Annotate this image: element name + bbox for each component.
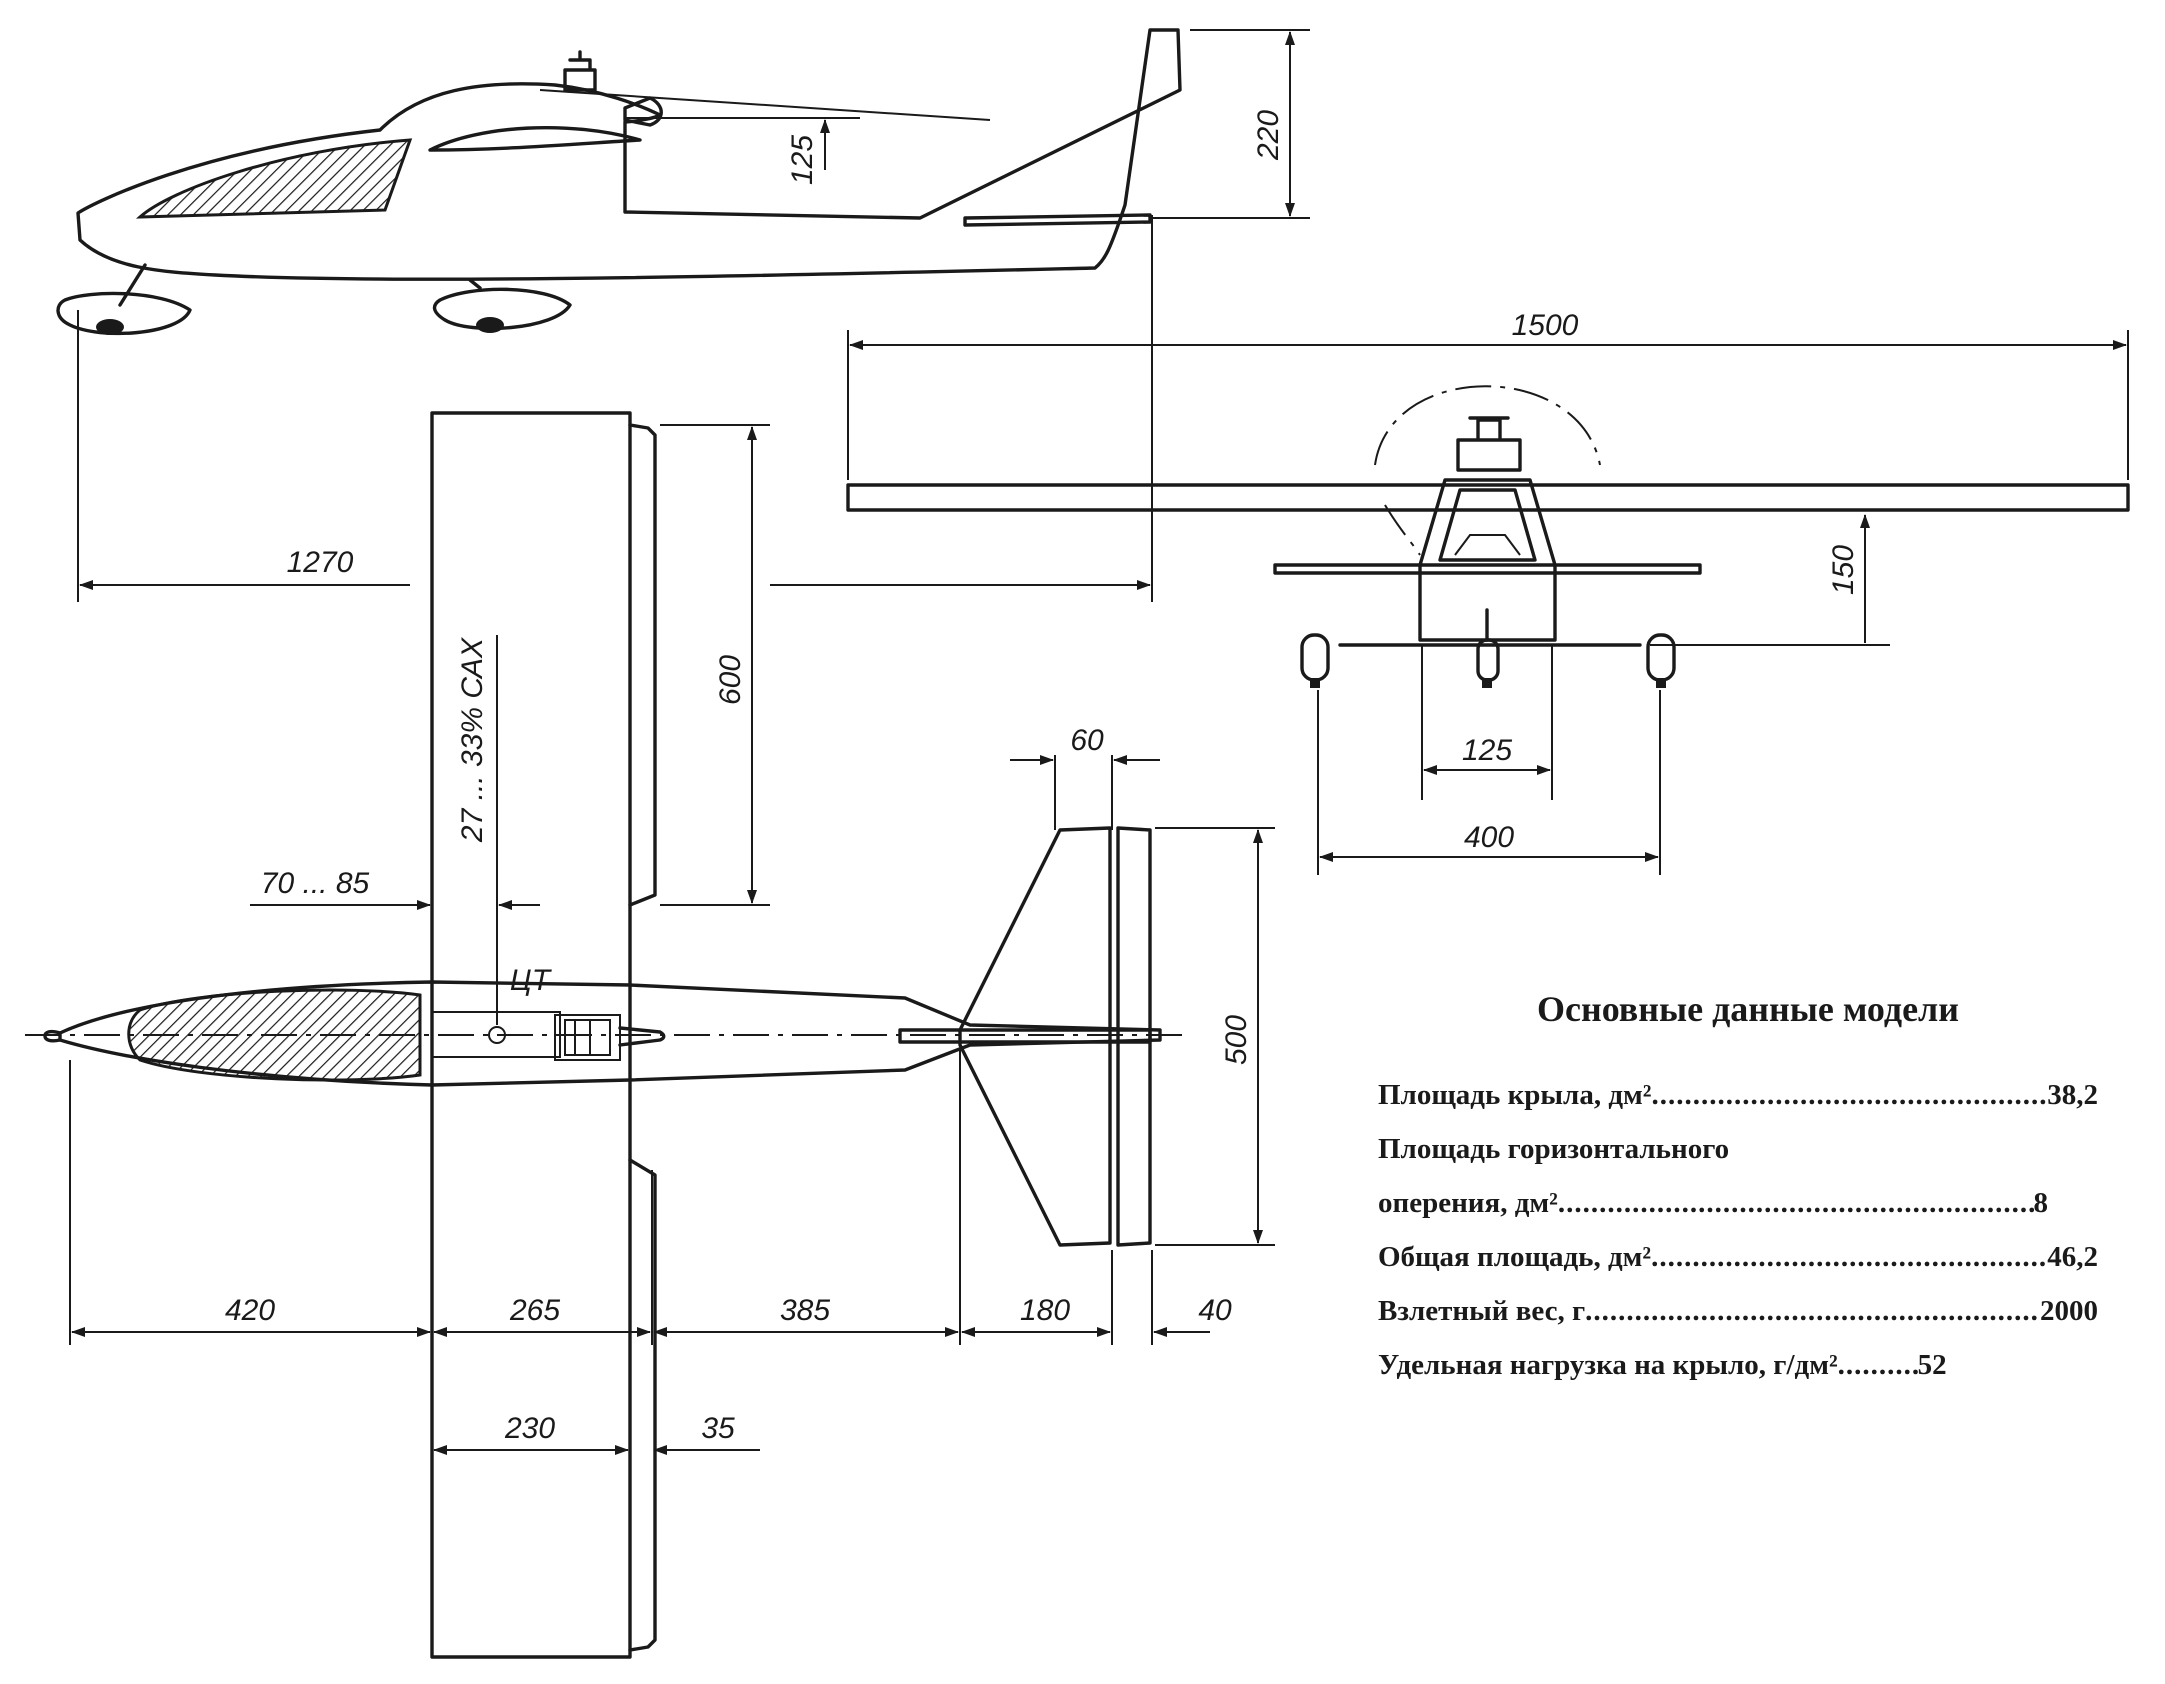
- dim-60: 60: [1010, 724, 1160, 830]
- side-wing-root: [428, 125, 642, 152]
- dim-70-85: 70 ... 85: [250, 867, 540, 910]
- front-view: [846, 385, 2130, 688]
- dim-125-side-label: 125: [786, 135, 819, 185]
- top-elevator: [1116, 826, 1152, 1247]
- top-nose-cone: [618, 1026, 666, 1047]
- spec-value: 8: [2033, 1187, 2049, 1219]
- top-engine-detail: [564, 1019, 611, 1056]
- specs-title: Основные данные модели: [1536, 989, 1959, 1029]
- spec-row-stab-area: оперения, дм² 8: [1378, 1176, 2098, 1230]
- dim-150: 150: [1650, 514, 1890, 646]
- dim-400-track-label: 400: [1464, 821, 1514, 854]
- dim-385-label: 385: [780, 1294, 830, 1327]
- cg-range-label: 27 ... 33% САХ: [456, 637, 489, 843]
- top-cockpit: [431, 1011, 561, 1058]
- spec-value: 52: [1917, 1349, 1947, 1381]
- side-front-wheel: [56, 263, 192, 336]
- top-aileron-upper: [628, 423, 657, 907]
- specs-block: Основные данные модели Площадь крыла, дм…: [1378, 988, 2098, 1392]
- side-main-wheel: [432, 278, 572, 333]
- dim-400-track: 400: [1317, 690, 1661, 875]
- cg-marker: [488, 1026, 506, 1044]
- dim-1500-label: 1500: [1512, 309, 1579, 342]
- front-canopy-inner: [1454, 534, 1521, 556]
- dim-500: 500: [1155, 827, 1275, 1246]
- spec-row-wing-loading: Удельная нагрузка на крыло, г/дм² 52: [1378, 1338, 2098, 1392]
- dim-180-label: 180: [1020, 1294, 1070, 1327]
- top-view: ЦТ: [25, 411, 1185, 1659]
- dim-600-label: 600: [714, 655, 747, 705]
- top-stabilizer: [958, 826, 1112, 1247]
- spec-value: 2000: [2040, 1295, 2098, 1327]
- side-thrust-line: [539, 89, 991, 121]
- side-view: [56, 28, 1182, 336]
- dim-125-side: 125: [625, 117, 860, 185]
- front-engine: [1456, 416, 1522, 472]
- top-aileron-lower: [628, 1158, 657, 1652]
- dim-1270-label: 1270: [287, 546, 354, 579]
- spec-label: Взлетный вес, г: [1378, 1295, 1586, 1327]
- spec-label: Площадь горизонтального: [1378, 1133, 1730, 1165]
- dim-220-label: 220: [1252, 110, 1285, 161]
- front-right-wheel: [1646, 633, 1676, 688]
- top-tail-boom-rod: [898, 1028, 1152, 1044]
- dim-bottom-row: 420 265 385 180 40: [69, 1050, 1232, 1345]
- dim-1500: 1500: [847, 309, 2129, 480]
- dim-125-track-label: 125: [1462, 734, 1512, 767]
- front-prop-arc-lower: [1384, 504, 1421, 556]
- spec-row-takeoff-weight: Взлетный вес, г 2000: [1378, 1284, 2098, 1338]
- cg-label: ЦТ: [510, 964, 553, 997]
- front-prop-arc: [1374, 385, 1601, 466]
- dim-265-label: 265: [509, 1294, 560, 1327]
- top-spinner: [43, 1029, 62, 1043]
- spec-label: Общая площадь, дм²: [1378, 1241, 1652, 1273]
- spec-row-wing-area: Площадь крыла, дм² 38,2: [1378, 1068, 2098, 1122]
- dim-35-label: 35: [701, 1412, 735, 1445]
- side-fuselage-outline: [76, 28, 1182, 281]
- dim-500-label: 500: [1220, 1015, 1253, 1065]
- spec-value: 38,2: [2047, 1079, 2098, 1111]
- side-canopy-hatched: [135, 138, 413, 219]
- dim-150-label: 150: [1827, 545, 1860, 595]
- spec-label: оперения, дм²: [1378, 1187, 1558, 1219]
- dim-1270: 1270: [77, 215, 1153, 602]
- front-wing: [846, 483, 2130, 512]
- spec-row-total-area: Общая площадь, дм² 46,2: [1378, 1230, 2098, 1284]
- dim-220: 220: [1150, 29, 1310, 219]
- side-engine-cylinder: [563, 50, 597, 92]
- dim-40-label: 40: [1198, 1294, 1232, 1327]
- spec-value: 46,2: [2047, 1241, 2098, 1273]
- dim-60-label: 60: [1070, 724, 1104, 757]
- front-canopy: [1438, 488, 1537, 562]
- top-engine-block: [554, 1014, 621, 1061]
- side-engine-spinner: [623, 96, 663, 127]
- side-stabilizer: [963, 213, 1152, 227]
- dim-230-label: 230: [504, 1412, 555, 1445]
- spec-label: Площадь крыла, дм²: [1378, 1079, 1652, 1111]
- dim-aileron: 230 35: [433, 1410, 760, 1460]
- dim-420-label: 420: [225, 1294, 275, 1327]
- dim-70-85-label: 70 ... 85: [261, 867, 370, 900]
- dim-600: 600: [660, 424, 770, 906]
- front-nose-wheel: [1476, 608, 1500, 688]
- front-stabilizer: [1273, 563, 1702, 575]
- dim-125-track: 125: [1421, 645, 1553, 800]
- front-left-wheel: [1300, 633, 1330, 688]
- spec-label: Удельная нагрузка на крыло, г/дм²: [1378, 1349, 1838, 1381]
- spec-row-stab-area-label: Площадь горизонтального: [1378, 1122, 2098, 1176]
